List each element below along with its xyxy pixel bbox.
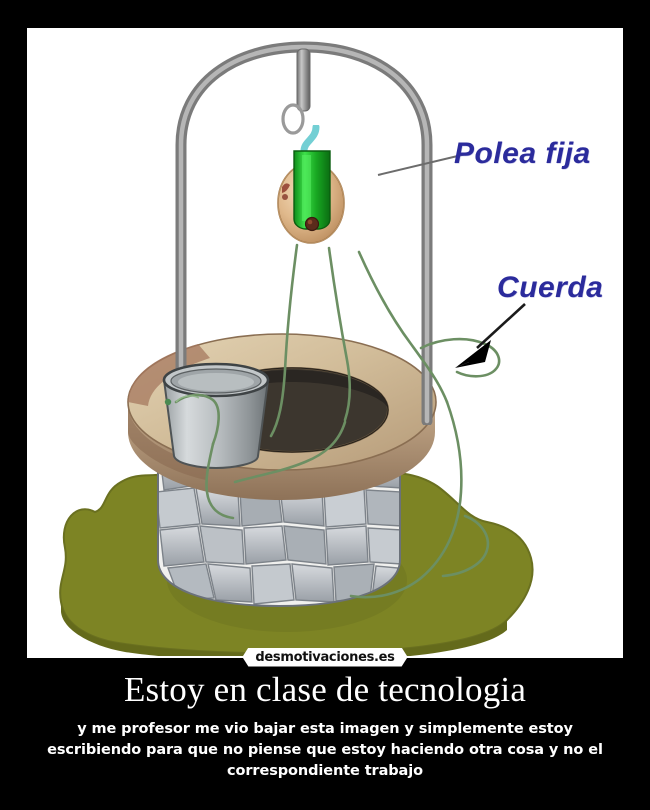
caption-title: Estoy en clase de tecnologia bbox=[123, 670, 527, 709]
water-bucket-icon bbox=[162, 362, 270, 470]
watermark-rule-left bbox=[200, 656, 249, 658]
well-pulley-illustration: Polea fija Cuerda bbox=[29, 30, 621, 656]
pulley-arch-frame-icon bbox=[175, 41, 433, 425]
label-polea-fija: Polea fija bbox=[454, 137, 591, 170]
caption-block: Estoy en clase de tecnologia y me profes… bbox=[0, 665, 650, 782]
watermark-label: desmotivaciones.es bbox=[242, 648, 407, 667]
caption-subtitle: y me profesor me vio bajar esta imagen y… bbox=[47, 721, 603, 780]
watermark-rule-right bbox=[401, 656, 450, 658]
label-cuerda: Cuerda bbox=[497, 271, 604, 304]
fixed-pulley-icon bbox=[277, 125, 345, 244]
poster-image-frame: Polea fija Cuerda bbox=[27, 28, 623, 658]
site-watermark: desmotivaciones.es bbox=[200, 645, 450, 669]
